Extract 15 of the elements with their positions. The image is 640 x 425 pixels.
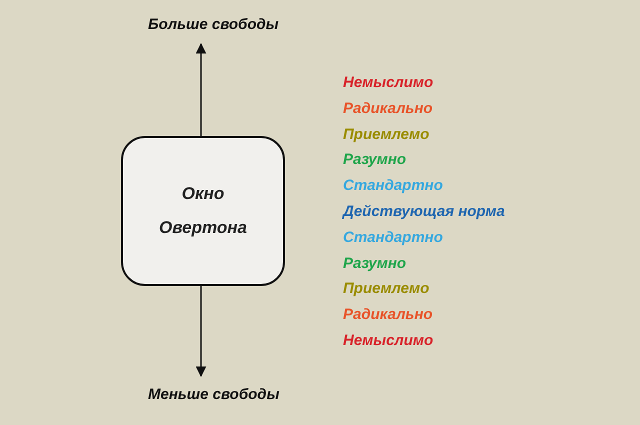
axis-label: Больше свободы bbox=[148, 16, 279, 34]
scale-label: Стандартно bbox=[343, 177, 443, 196]
scale-label: Немыслимо bbox=[343, 332, 434, 350]
scale-label: Немыслимо bbox=[343, 74, 434, 92]
scale-label: Разумно bbox=[343, 254, 406, 273]
scale-label: Действующая норма bbox=[343, 203, 505, 221]
scale-label: Разумно bbox=[343, 151, 406, 170]
scale-label: Приемлемо bbox=[343, 126, 430, 144]
window-title: Окно Овертона bbox=[158, 183, 248, 239]
scale-label: Приемлемо bbox=[343, 280, 430, 298]
scale-label: Радикально bbox=[343, 306, 433, 324]
scale-label: Стандартно bbox=[343, 228, 443, 247]
scale-label: Радикально bbox=[343, 100, 433, 118]
window-box bbox=[121, 136, 285, 286]
axis-label: Меньше свободы bbox=[148, 386, 280, 404]
